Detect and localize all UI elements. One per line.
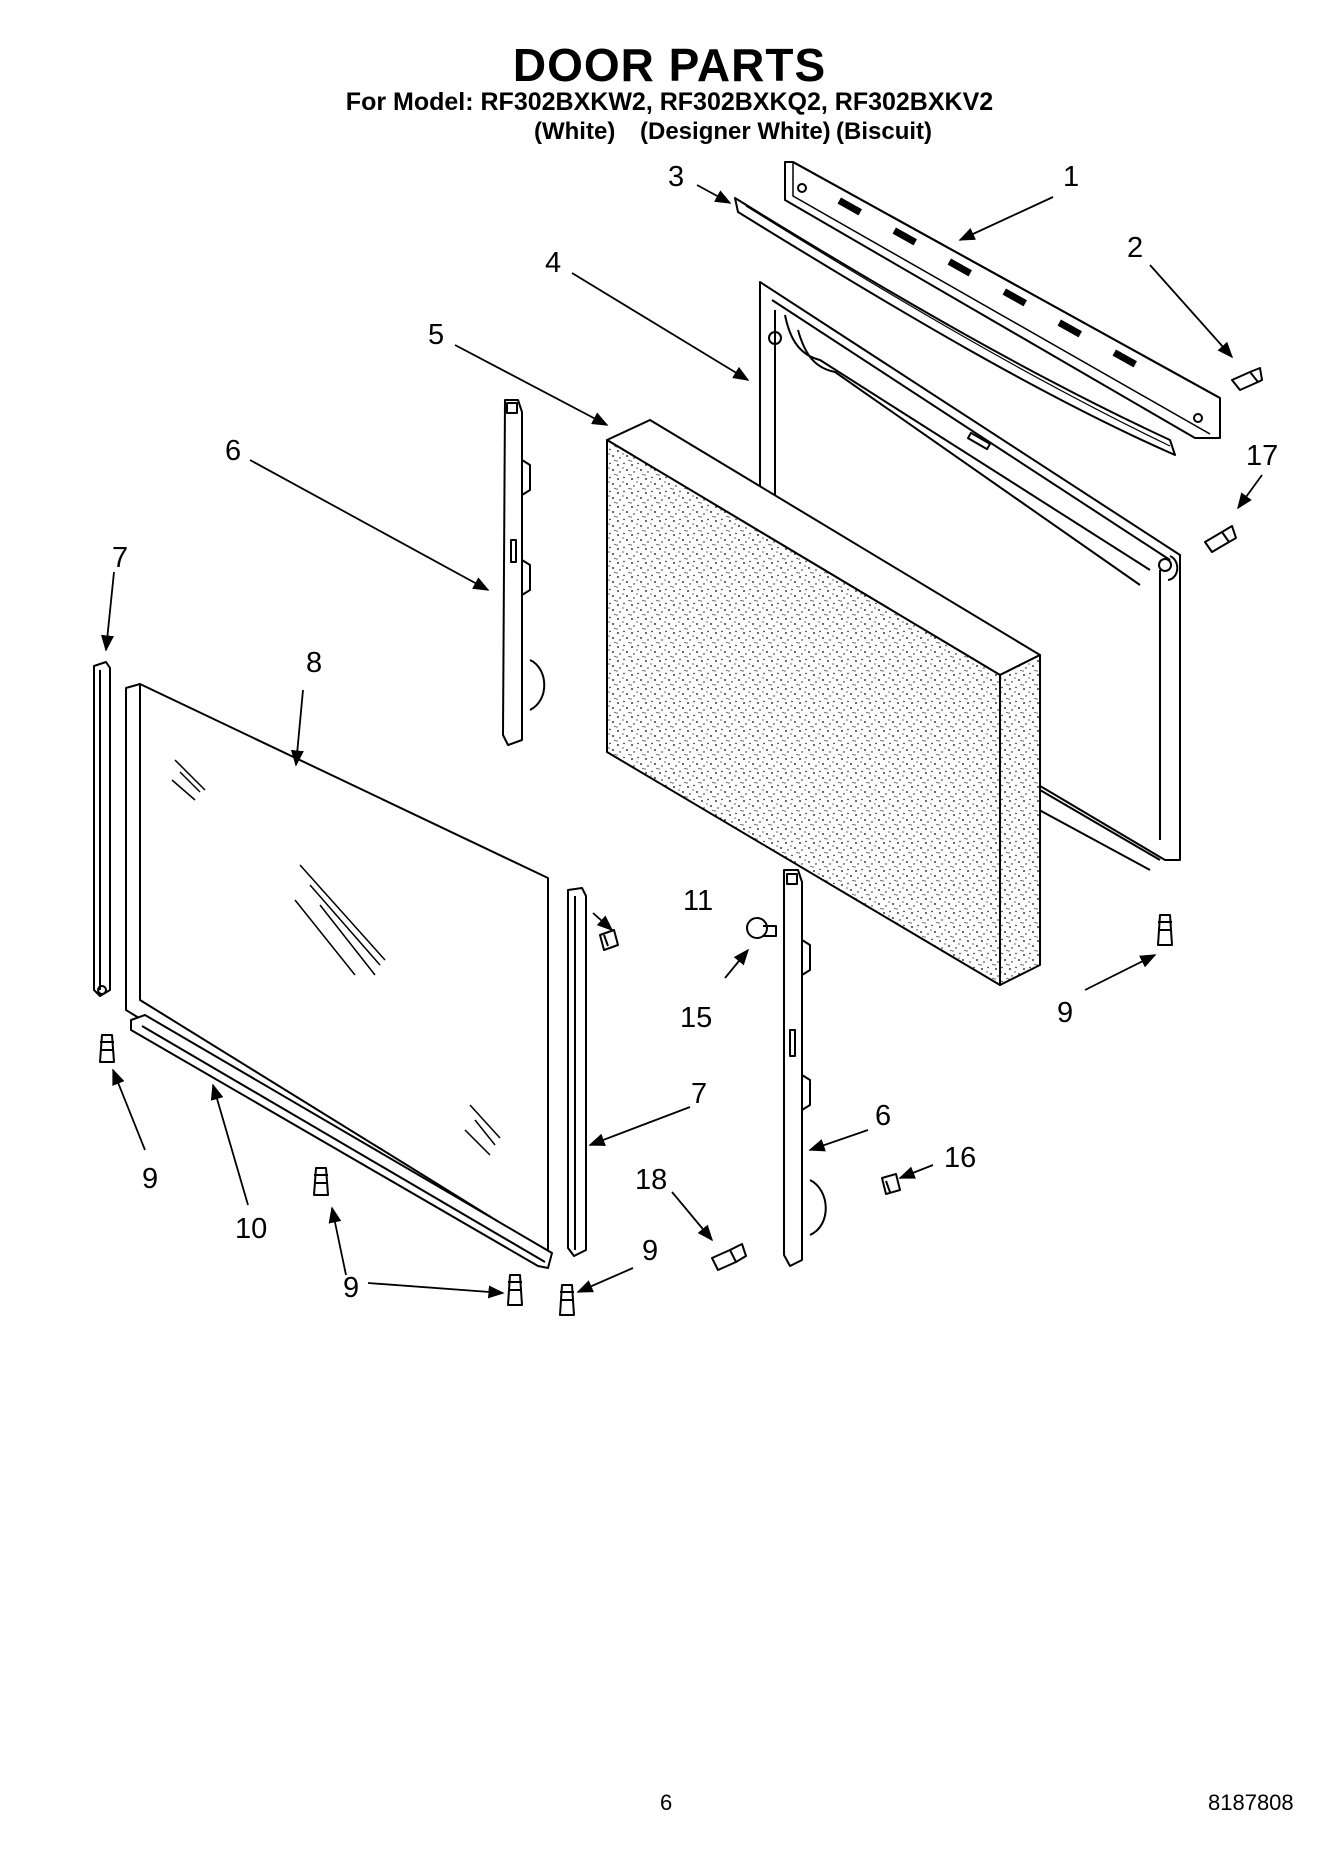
callout-labels: 1 2 3 4 5 6 6 7 7 8 9 9 9 9 10 11 15 16 … [112, 161, 1278, 1304]
color-designer-white: (Designer White) [640, 118, 831, 145]
callout-15: 15 [680, 1002, 712, 1034]
callout-9-bottom: 9 [343, 1272, 359, 1304]
callout-10: 10 [235, 1213, 267, 1245]
callout-9-left: 9 [142, 1163, 158, 1195]
screw-9-part [313, 1167, 329, 1196]
screw-9-part [507, 1274, 523, 1306]
callout-2: 2 [1127, 232, 1143, 264]
page-number: 6 [660, 1790, 673, 1815]
callout-5: 5 [428, 319, 444, 351]
callout-7-left: 7 [112, 542, 128, 574]
callout-9-center: 9 [642, 1235, 658, 1267]
color-white: (White) [534, 118, 616, 145]
model-list: For Model: RF302BXKW2, RF302BXKQ2, RF302… [345, 88, 994, 116]
callout-17: 17 [1246, 440, 1278, 472]
glass-trim-left-part [93, 661, 111, 997]
callout-8: 8 [306, 647, 322, 679]
screw-18-part [711, 1243, 747, 1271]
page-title: DOOR PARTS [512, 39, 827, 91]
callout-7-right: 7 [691, 1078, 707, 1110]
screw-9-part [99, 1034, 115, 1063]
insulation-part [606, 419, 1041, 986]
callout-3: 3 [668, 161, 684, 193]
outer-glass-part [125, 683, 549, 1263]
bottom-trim-part [130, 1014, 553, 1269]
callout-11: 11 [683, 885, 713, 917]
document-number: 8187808 [1208, 1790, 1294, 1815]
hinge-bracket-left-part [502, 399, 546, 746]
screw-9-part [1157, 914, 1173, 946]
clip-16-part [881, 1173, 901, 1195]
callout-6-lower: 6 [875, 1100, 891, 1132]
screw-9-part [559, 1284, 575, 1316]
callout-9-right: 9 [1057, 997, 1073, 1029]
clip-11-part [599, 929, 619, 951]
glass-trim-right-part [567, 887, 587, 1257]
callout-16: 16 [944, 1142, 976, 1174]
callout-6-upper: 6 [225, 435, 241, 467]
callout-1: 1 [1063, 161, 1079, 193]
callout-18: 18 [635, 1164, 667, 1196]
callout-4: 4 [545, 247, 561, 279]
vent-trim-part [784, 161, 1221, 439]
door-liner-part [759, 281, 1181, 871]
color-biscuit: (Biscuit) [836, 118, 932, 145]
hinge-bracket-right-part [783, 869, 827, 1267]
leader-lines [101, 184, 1263, 1299]
screw-17-part [1204, 525, 1237, 553]
screw-2-part [1231, 367, 1263, 391]
door-stop-15-part [746, 917, 777, 939]
door-handle-part [734, 197, 1176, 456]
